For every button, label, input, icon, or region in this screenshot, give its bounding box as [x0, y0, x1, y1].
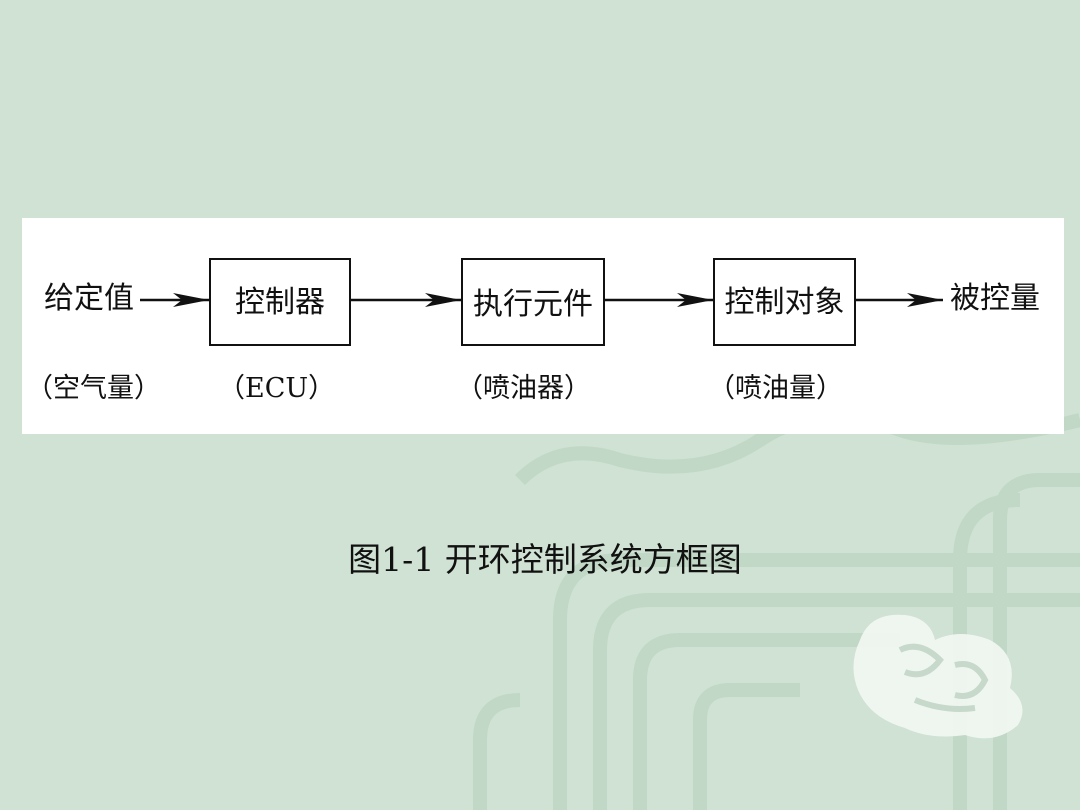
actuator-label: 执行元件 [473, 287, 593, 322]
plant-block: 控制对象 [713, 258, 856, 346]
connector-arrows [140, 293, 943, 307]
controller-sublabel: （ECU） [218, 373, 336, 404]
input-sublabel: （空气量） [26, 373, 161, 404]
dragon-ornament-icon [853, 614, 1023, 739]
figure-caption: 图1-1 开环控制系统方框图 [348, 540, 742, 579]
output-label: 被控量 [950, 281, 1040, 316]
actuator-block: 执行元件 [461, 258, 605, 346]
plant-sublabel: （喷油量） [708, 373, 843, 404]
controller-label: 控制器 [235, 285, 325, 320]
input-label: 给定值 [44, 281, 134, 316]
actuator-sublabel: （喷油器） [456, 373, 591, 404]
controller-block: 控制器 [209, 258, 351, 346]
diagram-panel: 给定值 （空气量） 控制器 （ECU） 执行元件 （喷油器） 控制对象 （喷油量… [22, 218, 1064, 434]
plant-label: 控制对象 [724, 285, 845, 320]
